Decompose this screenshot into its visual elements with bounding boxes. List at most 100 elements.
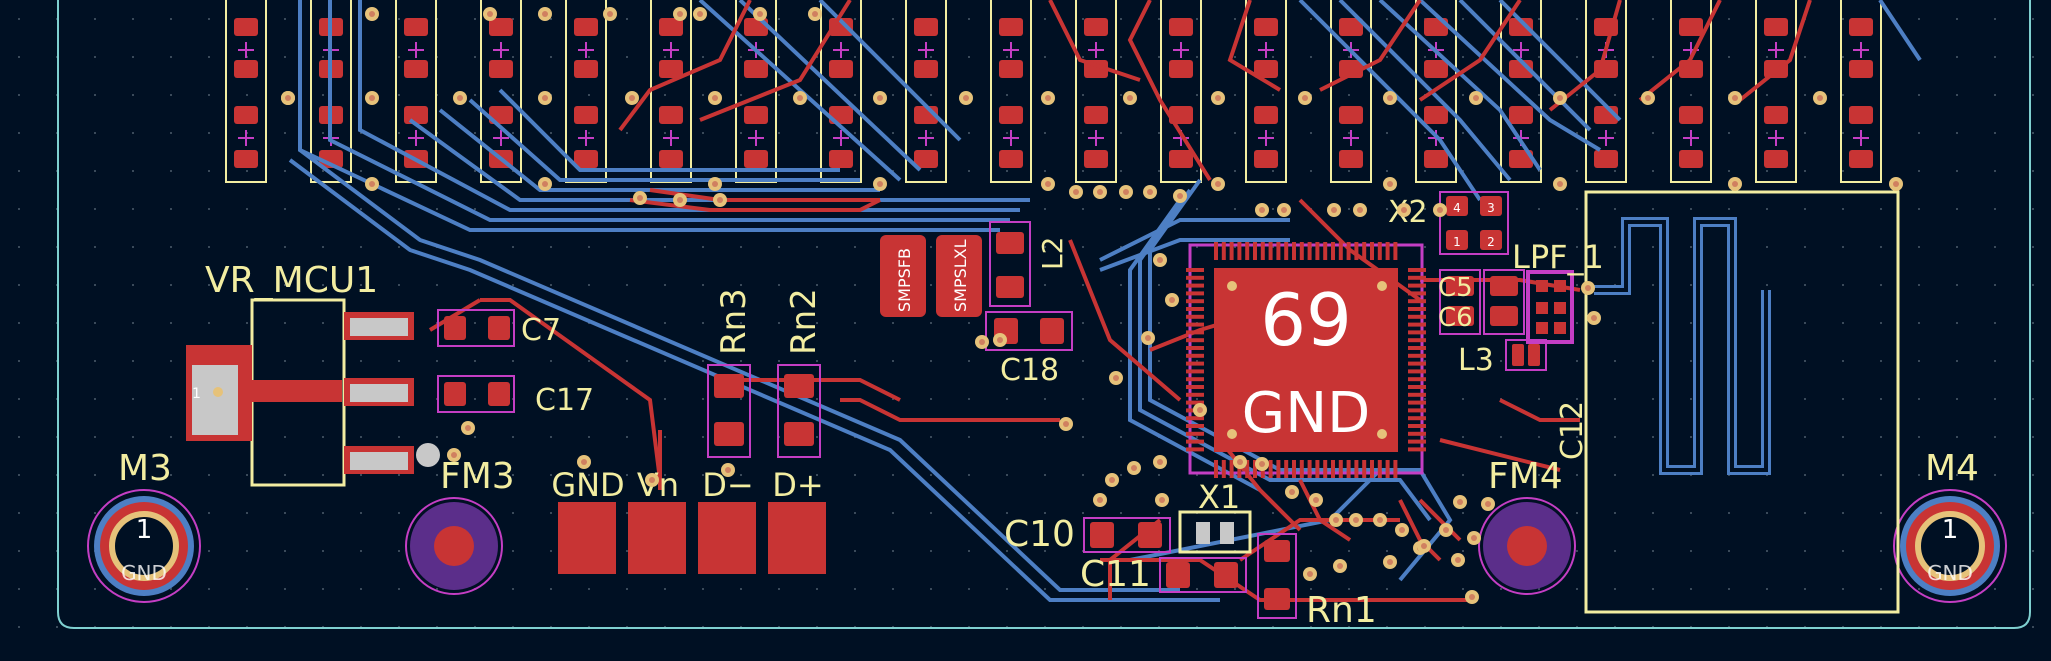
led-pad[interactable] — [744, 106, 768, 124]
mcu-pin[interactable] — [1186, 369, 1204, 374]
mcu-pin[interactable] — [1408, 361, 1426, 366]
mcu-pins[interactable] — [1186, 242, 1426, 478]
mcu-pin[interactable] — [1408, 268, 1426, 272]
mcu-pin[interactable] — [1362, 460, 1367, 478]
mcu-pin[interactable] — [1393, 460, 1398, 478]
led-column[interactable] — [1245, 0, 1287, 183]
led-pad[interactable] — [1339, 18, 1363, 36]
led-pad[interactable] — [234, 106, 258, 124]
resistor-rn1[interactable] — [1257, 533, 1297, 619]
led-pad[interactable] — [1594, 150, 1618, 168]
mcu-pin[interactable] — [1408, 431, 1426, 436]
led-pad[interactable] — [1764, 106, 1788, 124]
mcu-pin[interactable] — [1186, 447, 1204, 452]
mcu-pin[interactable] — [1323, 460, 1328, 478]
led-pad[interactable] — [1169, 60, 1193, 78]
led-pad[interactable] — [1679, 18, 1703, 36]
mcu-pin[interactable] — [1186, 377, 1204, 382]
mcu-pin[interactable] — [1186, 416, 1204, 421]
mcu-pin[interactable] — [1237, 242, 1242, 260]
mcu-pin[interactable] — [1299, 242, 1304, 260]
led-pad[interactable] — [1169, 106, 1193, 124]
mcu-pin[interactable] — [1354, 242, 1359, 260]
led-pad[interactable] — [574, 150, 598, 168]
led-pad[interactable] — [1169, 150, 1193, 168]
mcu-pin[interactable] — [1331, 460, 1335, 478]
mcu-pin[interactable] — [1186, 275, 1204, 280]
led-pad[interactable] — [574, 18, 598, 36]
capacitor-c7[interactable] — [437, 309, 515, 347]
mcu-pin[interactable] — [1323, 242, 1328, 260]
led-pad[interactable] — [1254, 150, 1278, 168]
led-pad[interactable] — [1679, 60, 1703, 78]
mcu-pin[interactable] — [1408, 400, 1426, 405]
led-pad[interactable] — [1679, 106, 1703, 124]
mcu-pin[interactable] — [1408, 447, 1426, 452]
inductor-smpslxl[interactable]: SMPSLXL — [936, 235, 982, 317]
led-pad[interactable] — [489, 106, 513, 124]
led-pad[interactable] — [914, 60, 938, 78]
mcu-pin[interactable] — [1186, 346, 1204, 350]
mcu-pin[interactable] — [1284, 242, 1289, 260]
pad-d-minus[interactable] — [698, 502, 756, 574]
mcu-pin[interactable] — [1186, 307, 1204, 311]
mcu-pin[interactable] — [1408, 314, 1426, 319]
resistor-rn2[interactable] — [777, 364, 821, 458]
mcu-pin[interactable] — [1346, 242, 1351, 260]
mcu-pin[interactable] — [1408, 392, 1426, 397]
led-pad[interactable] — [1849, 106, 1873, 124]
mcu-pin[interactable] — [1186, 392, 1204, 397]
mcu-pin[interactable] — [1408, 377, 1426, 382]
led-pad[interactable] — [1679, 150, 1703, 168]
mcu-pin[interactable] — [1408, 283, 1426, 288]
led-pad[interactable] — [659, 150, 683, 168]
mcu-pin[interactable] — [1186, 291, 1204, 296]
led-pad[interactable] — [829, 150, 853, 168]
led-pad[interactable] — [1849, 60, 1873, 78]
mcu-pin[interactable] — [1408, 416, 1426, 421]
led-column[interactable] — [1075, 0, 1117, 183]
mcu-pin[interactable] — [1385, 460, 1390, 478]
mcu-pin[interactable] — [1221, 242, 1226, 260]
crystal-x1[interactable] — [1178, 510, 1252, 554]
mounting-hole-m4[interactable]: 1 GND — [1893, 489, 2007, 603]
mcu-pin[interactable] — [1268, 460, 1273, 478]
inductor-smpsfb[interactable]: SMPSFB — [880, 235, 926, 317]
capacitor-c17[interactable] — [437, 375, 515, 413]
led-pad[interactable] — [1084, 18, 1108, 36]
led-pad[interactable] — [1509, 106, 1533, 124]
led-pad[interactable] — [1254, 60, 1278, 78]
led-pad[interactable] — [1764, 18, 1788, 36]
led-pad[interactable] — [1424, 60, 1448, 78]
led-pad[interactable] — [1764, 150, 1788, 168]
resistor-rn3[interactable] — [707, 364, 751, 458]
led-pad[interactable] — [999, 60, 1023, 78]
mcu-pin[interactable] — [1338, 460, 1343, 478]
mcu-pin[interactable] — [1260, 242, 1265, 260]
led-pad[interactable] — [1339, 150, 1363, 168]
mcu-pin[interactable] — [1221, 460, 1226, 478]
pad-d-plus[interactable] — [768, 502, 826, 574]
led-pad[interactable] — [999, 106, 1023, 124]
mcu-pin[interactable] — [1408, 330, 1426, 335]
fiducial-fm3[interactable] — [405, 497, 503, 595]
board-edge-cuts[interactable] — [57, 0, 2031, 629]
mcu-pin[interactable] — [1385, 242, 1390, 260]
led-pad[interactable] — [1509, 150, 1533, 168]
usb-connector[interactable]: GND Vn D− D+ — [551, 466, 826, 574]
mcu-pin[interactable] — [1284, 460, 1289, 478]
led-pad[interactable] — [829, 60, 853, 78]
led-pad[interactable] — [1849, 18, 1873, 36]
mcu-pin[interactable] — [1214, 460, 1218, 478]
led-pad[interactable] — [489, 18, 513, 36]
led-pad[interactable] — [574, 60, 598, 78]
mcu-pin[interactable] — [1408, 424, 1426, 428]
mcu-pin[interactable] — [1186, 353, 1204, 358]
led-column[interactable] — [1840, 0, 1882, 183]
mcu-pin[interactable] — [1214, 242, 1218, 260]
mcu-pin[interactable] — [1245, 460, 1250, 478]
fiducial-fm4[interactable] — [1478, 497, 1576, 595]
pad-vin[interactable] — [628, 502, 686, 574]
mcu-pin[interactable] — [1331, 242, 1335, 260]
